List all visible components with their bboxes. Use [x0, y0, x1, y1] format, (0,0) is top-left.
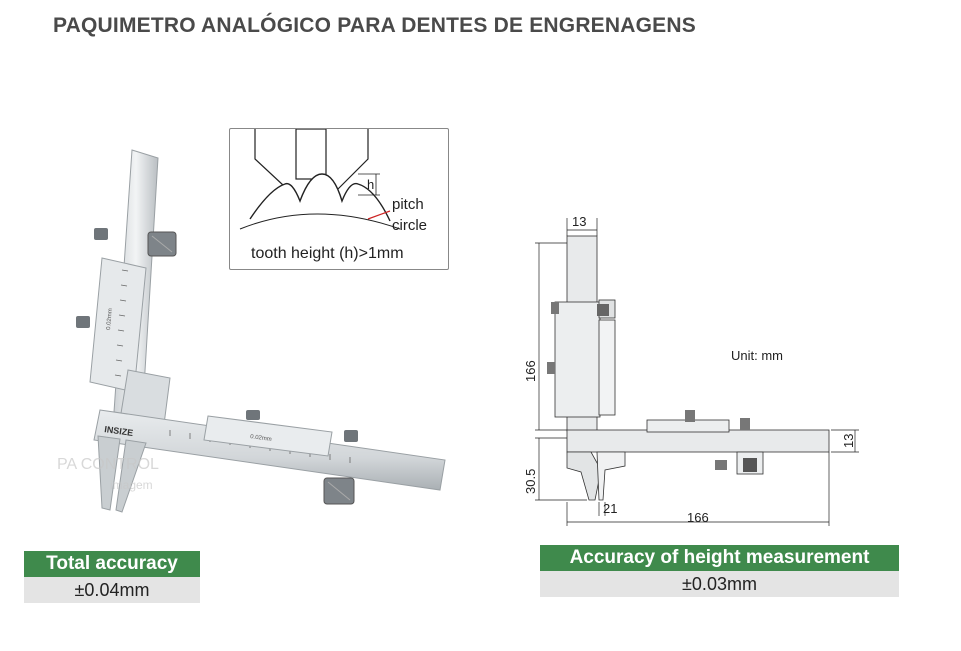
dim-top-width: 13 [572, 214, 586, 229]
unit-label: Unit: mm [731, 348, 783, 363]
gear-teeth-diagram: h pitch circle tooth height (h)>1mm [239, 128, 427, 262]
h-label: h [367, 177, 374, 192]
tooth-height-inset: h pitch circle tooth height (h)>1mm [229, 128, 449, 270]
watermark: PA CONTROL [57, 456, 159, 473]
total-accuracy-value: ±0.04mm [24, 577, 200, 603]
circle-label: circle [392, 217, 427, 234]
horizontal-scale-label: 0.02mm [250, 434, 272, 443]
watermark-sub: imagem [110, 478, 153, 492]
page-title: PAQUIMETRO ANALÓGICO PARA DENTES DE ENGR… [53, 14, 696, 37]
pitch-label: pitch [392, 196, 424, 213]
brand-label: INSIZE [104, 424, 134, 438]
height-accuracy-label: Accuracy of height measurement [540, 545, 899, 571]
dim-jaw-height: 30.5 [523, 469, 538, 494]
dim-beam-thickness: 13 [841, 434, 856, 448]
tooth-height-caption: tooth height (h)>1mm [251, 245, 404, 262]
dim-height: 166 [523, 360, 538, 382]
total-accuracy-badge: Total accuracy ±0.04mm [24, 551, 200, 603]
dim-length: 166 [687, 510, 709, 525]
vertical-scale-label: 0.02mm [106, 308, 114, 330]
height-accuracy-badge: Accuracy of height measurement ±0.03mm [540, 545, 899, 597]
total-accuracy-label: Total accuracy [24, 551, 200, 577]
dim-jaw-width: 21 [603, 501, 617, 516]
dimension-drawing: 13 166 30.5 21 166 13 Unit: mm [523, 214, 859, 526]
gear-tooth-caliper-image: INSIZE 0.02mm 0.02mm [76, 149, 446, 513]
height-accuracy-value: ±0.03mm [540, 571, 899, 597]
